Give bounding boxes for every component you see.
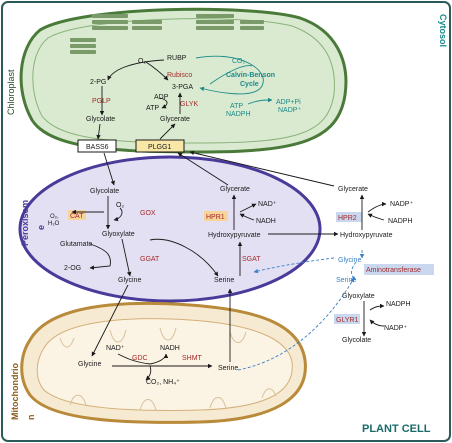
- sgat-label: SGAT: [242, 256, 261, 263]
- plgg1-transporter: [135, 139, 185, 153]
- glyr1-label: GLYR1: [336, 317, 359, 324]
- o2-label: O₂: [138, 58, 146, 65]
- cytosol-label: Cytosol: [438, 14, 448, 47]
- peroxisome-hydroxypyruvate: Hydroxypyruvate: [208, 232, 261, 239]
- hpr1-box: [204, 211, 228, 221]
- atp-label: ATP: [146, 105, 159, 112]
- aminotransferase-label: Aminotransferase: [366, 267, 421, 274]
- hpr2-label: HPR2: [338, 215, 357, 222]
- cat-box: [68, 210, 86, 220]
- mitochondrion: Mitochondrio n NAD⁺ NADH Glycine GDC SHM…: [10, 301, 307, 424]
- aminotransferase-box: [364, 264, 434, 275]
- cytosol-pathway: Glycerate NADP⁺ HPR2 NADPH Hydroxypyruva…: [189, 150, 434, 344]
- cytosol-nadp-plus-2: NADP⁺: [384, 325, 407, 332]
- chloroplast-glycolate: Glycolate: [86, 116, 115, 123]
- three-pga-label: 3-PGA: [172, 84, 193, 91]
- plant-cell-label: PLANT CELL: [362, 423, 431, 435]
- peroxisome-serine: Serine: [214, 277, 234, 284]
- cytosol-serine: Serine: [336, 277, 356, 284]
- cytosol-glyoxylate: Glyoxylate: [342, 293, 375, 300]
- hpr1-label: HPR1: [206, 214, 225, 221]
- calvin-cycle-label: Calvin-Benson Cycle: [226, 72, 277, 88]
- peroxisome-glyoxylate: Glyoxylate: [102, 231, 135, 238]
- peroxisome-glycolate: Glycolate: [90, 188, 119, 195]
- peroxisome-nadh: NADH: [256, 218, 276, 225]
- glyk-label: GLYK: [180, 101, 198, 108]
- cytosol-glycerate: Glycerate: [338, 186, 368, 193]
- hpr2-box: [336, 212, 362, 222]
- peroxisome-glycerate: Glycerate: [220, 186, 250, 193]
- cytosol-nadp-plus: NADP⁺: [390, 201, 413, 208]
- bass6-label: BASS6: [86, 144, 109, 151]
- chloroplast-label: Chloroplast: [6, 69, 16, 115]
- mito-nadh: NADH: [160, 345, 180, 352]
- mitochondrion-label: Mitochondrio: [10, 363, 20, 420]
- cytosol-nadph: NADPH: [388, 218, 413, 225]
- mito-glycine: Glycine: [78, 361, 101, 368]
- glyr1-box: [334, 314, 360, 324]
- peroxisome: Peroxisom e Glycolate Glycerate O₂ GOX N…: [18, 155, 339, 303]
- cat-label: CAT: [70, 213, 84, 220]
- peroxisome-glycine: Glycine: [118, 277, 141, 284]
- plgg1-label: PLGG1: [148, 144, 171, 151]
- cytosol-nadph-2: NADPH: [386, 301, 411, 308]
- gdc-label: GDC: [132, 355, 148, 362]
- o2-h2o-label: O₂,H₂O: [48, 214, 60, 227]
- peroxisome-o2: O₂: [116, 202, 124, 209]
- mito-nad-plus: NAD⁺: [106, 345, 125, 352]
- co2-nh4-label: CO₂, NH₄⁺: [146, 379, 180, 386]
- cytosol-hydroxypyruvate: Hydroxypyruvate: [340, 232, 393, 239]
- co2-label: CO₂: [232, 58, 246, 65]
- rubisco-label: Rubisco: [167, 72, 192, 79]
- two-pg-label: 2-PG: [90, 79, 106, 86]
- peroxisome-nad-plus: NAD⁺: [258, 201, 277, 208]
- thylakoid-stacks: [70, 14, 264, 54]
- pglp-label: PGLP: [92, 98, 111, 105]
- cytosol-glycine: Glycine: [338, 257, 361, 264]
- two-og-label: 2-OG: [64, 265, 81, 272]
- peroxisome-label: Peroxisom: [20, 200, 30, 246]
- chloroplast: Chloroplast O₂ RUBP CO₂ 2-PG Rubisco 3-P…: [6, 7, 348, 154]
- ggat-label: GGAT: [140, 256, 160, 263]
- bass6-transporter: [77, 139, 117, 153]
- cytosol-glycolate: Glycolate: [342, 337, 371, 344]
- adp-label: ADP: [154, 94, 169, 101]
- gox-label: GOX: [140, 210, 156, 217]
- glutamate-label: Glutamate: [60, 241, 92, 248]
- transport-arrows: [91, 152, 355, 371]
- mito-serine: Serine: [218, 365, 238, 372]
- peroxisome-label-e: e: [36, 225, 46, 230]
- mitochondrion-label-n: n: [26, 415, 36, 421]
- shmt-label: SHMT: [182, 355, 203, 362]
- rubp-label: RUBP: [167, 55, 187, 62]
- chloroplast-glycerate: Glycerate: [160, 116, 190, 123]
